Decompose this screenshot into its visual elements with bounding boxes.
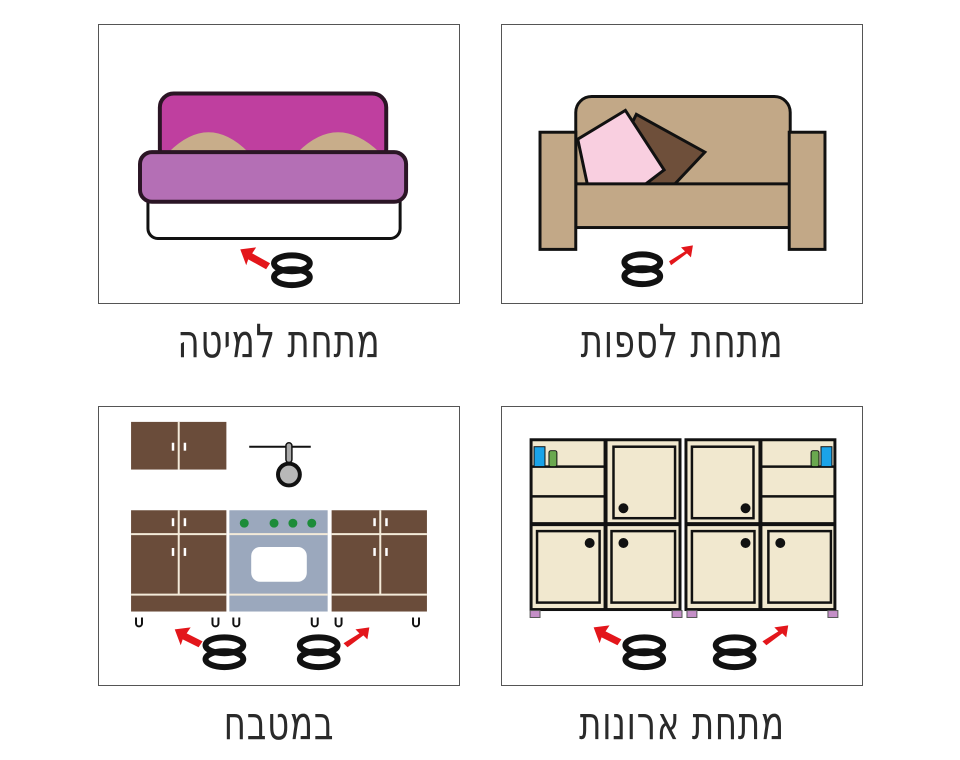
caption-under-sofas: מתחת לספות (580, 314, 784, 368)
caption-under-cabinets: מתחת ארונות (579, 696, 785, 750)
card-in-kitchen (98, 406, 460, 686)
card-under-cabinets (501, 406, 863, 686)
card-under-sofas (501, 24, 863, 304)
cabinets-with-rings-icon (529, 438, 839, 671)
card-under-bed (98, 24, 460, 304)
sofa-with-ring-icon (538, 94, 827, 288)
kitchen-with-rings-icon (131, 421, 427, 671)
caption-under-bed: מתחת למיטה (177, 314, 381, 368)
caption-in-kitchen: במטבח (223, 696, 335, 750)
bed-with-ring-icon (138, 91, 409, 289)
